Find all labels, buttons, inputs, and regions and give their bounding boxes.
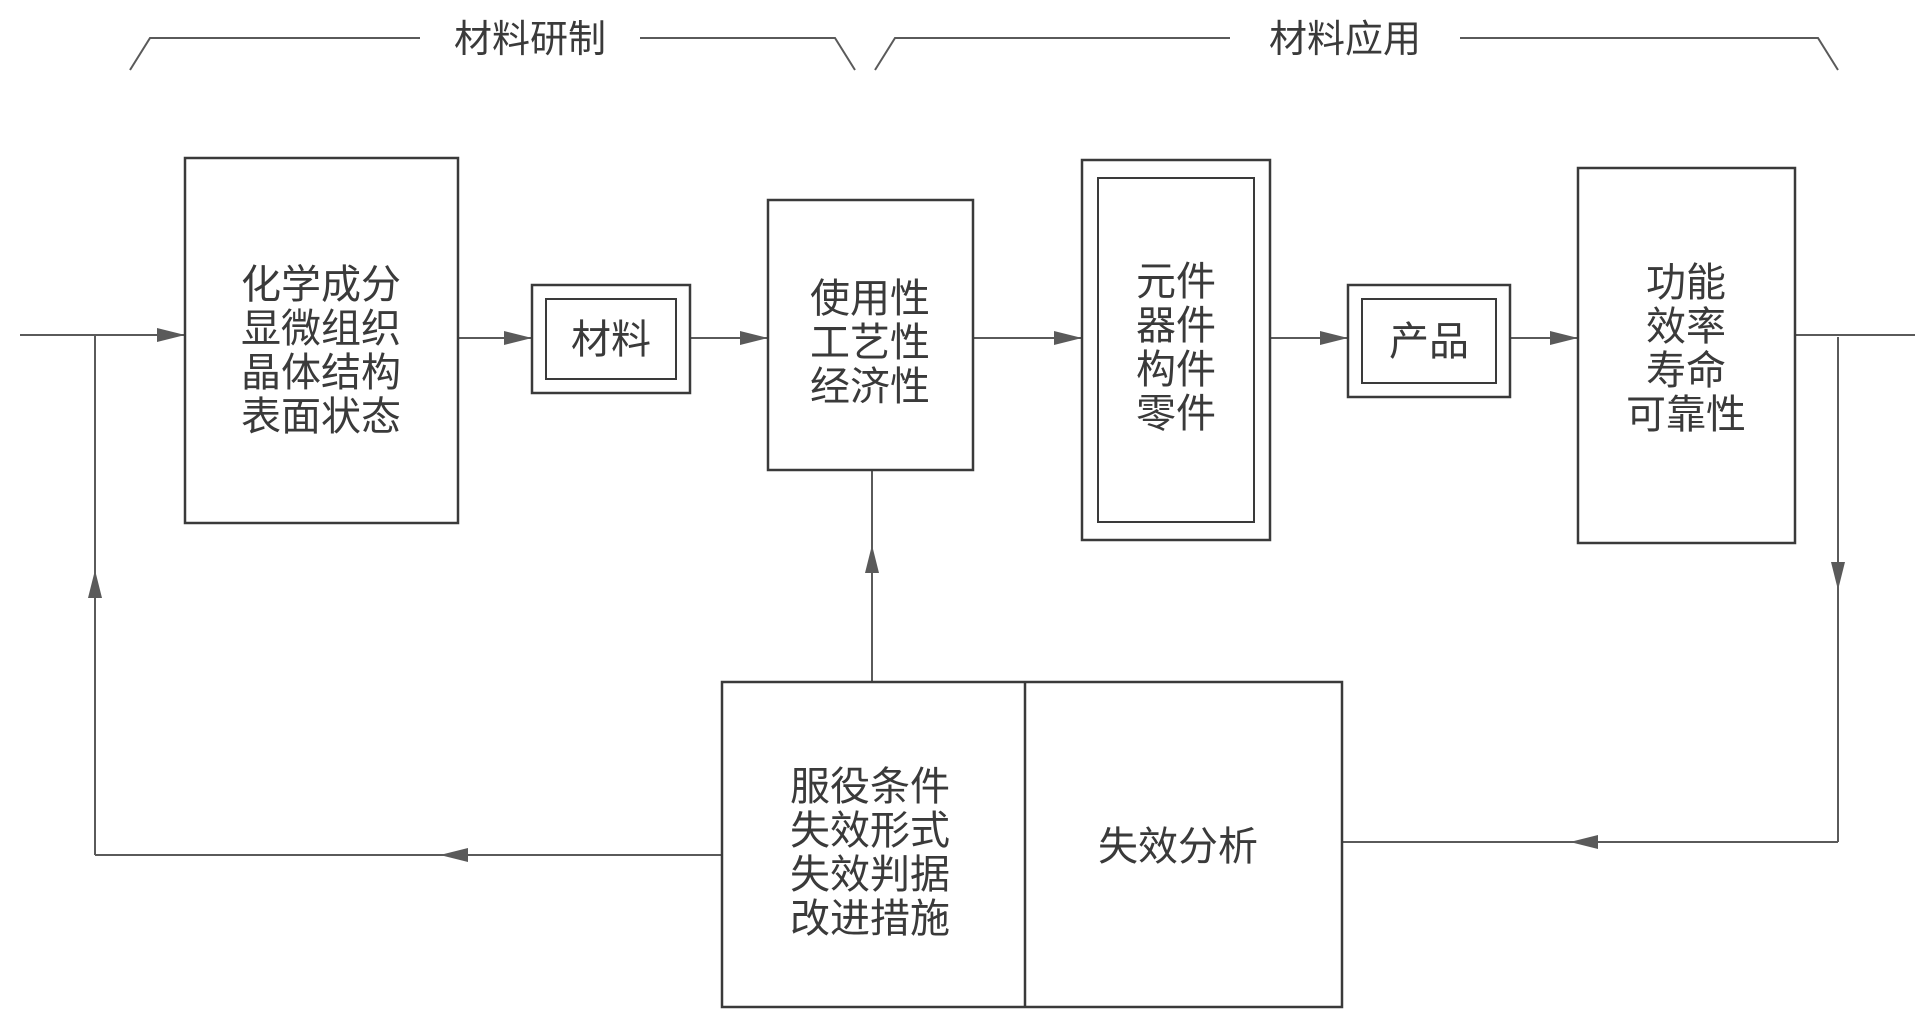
- service-line-2: 失效形式: [790, 808, 950, 854]
- node-material: 材料: [530, 283, 692, 395]
- components-line-1: 元件: [1136, 259, 1216, 305]
- properties-line-1: 使用性: [810, 276, 930, 322]
- arrow-input: [157, 328, 185, 342]
- header-application-label: 材料应用: [1269, 17, 1421, 61]
- node-performance: 功能 效率 寿命 可靠性: [1576, 166, 1797, 545]
- arrow-left-up: [88, 570, 102, 598]
- components-line-2: 器件: [1136, 303, 1216, 349]
- composition-line-4: 表面状态: [241, 394, 401, 440]
- components-line-3: 构件: [1136, 347, 1216, 393]
- node-properties: 使用性 工艺性 经济性: [766, 198, 975, 472]
- node-product: 产品: [1346, 283, 1512, 399]
- arrow-to-properties: [740, 331, 768, 345]
- header-research-label: 材料研制: [454, 17, 606, 61]
- composition-line-1: 化学成分: [241, 262, 401, 308]
- service-line-4: 改进措施: [790, 896, 950, 942]
- arrow-right-down: [1831, 562, 1845, 590]
- failure-analysis-label: 失效分析: [1098, 824, 1258, 870]
- feedback-connectors: [88, 335, 1845, 862]
- arrow-feedback-left: [440, 848, 468, 862]
- arrow-to-components: [1054, 331, 1082, 345]
- material-label: 材料: [571, 317, 651, 363]
- performance-line-3: 寿命: [1646, 348, 1726, 394]
- header-application: 材料应用: [874, 17, 1839, 71]
- properties-line-2: 工艺性: [810, 320, 930, 366]
- node-components: 元件 器件 构件 零件: [1080, 158, 1272, 542]
- performance-line-4: 可靠性: [1626, 392, 1746, 438]
- properties-line-3: 经济性: [810, 364, 930, 410]
- node-service-failure: 服役条件 失效形式 失效判据 改进措施 失效分析: [720, 680, 1344, 1009]
- service-line-1: 服役条件: [790, 764, 950, 810]
- arrow-to-product: [1320, 331, 1348, 345]
- service-line-3: 失效判据: [790, 852, 950, 898]
- node-composition: 化学成分 显微组织 晶体结构 表面状态: [183, 156, 460, 525]
- performance-line-2: 效率: [1646, 304, 1726, 350]
- composition-line-2: 显微组织: [241, 306, 401, 352]
- arrow-to-material: [504, 331, 532, 345]
- product-label: 产品: [1389, 319, 1469, 365]
- composition-line-3: 晶体结构: [241, 350, 401, 396]
- performance-line-1: 功能: [1646, 260, 1726, 306]
- arrow-to-failure-analysis: [1570, 835, 1598, 849]
- arrow-to-properties-up: [865, 545, 879, 573]
- arrow-to-performance: [1550, 331, 1578, 345]
- header-research: 材料研制: [129, 17, 856, 71]
- flow-connectors: [20, 328, 1915, 345]
- components-line-4: 零件: [1136, 391, 1216, 437]
